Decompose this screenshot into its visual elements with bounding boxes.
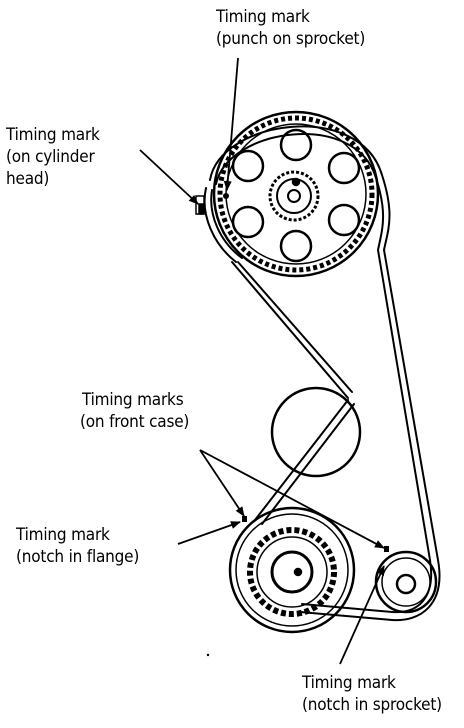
flange-mark-detail: (notch in flange) <box>16 547 140 567</box>
flange-mark-title: Timing mark <box>16 525 110 545</box>
cylinder-head-mark <box>195 195 205 215</box>
sprocket-hole <box>231 149 265 183</box>
flange-mark-leader <box>177 521 241 545</box>
idler-pulley <box>270 386 362 478</box>
top-timing-mark-detail: (punch on sprocket) <box>216 29 366 49</box>
sprocket-hub <box>268 170 320 222</box>
crank-hub <box>270 550 314 594</box>
front-case-leader-right <box>199 449 385 549</box>
bottom-sprocket-mark-title: Timing mark <box>302 673 396 693</box>
sprocket-hole <box>279 128 313 162</box>
cylinder-head-mark-detail-1: (on cylinder <box>6 147 95 167</box>
bottom-sprocket-mark-label: Timing mark (notch in sprocket) <box>302 672 442 716</box>
front-case-marks-label: Timing marks (on front case) <box>80 389 189 433</box>
sprocket-hole <box>231 205 265 239</box>
sprocket-hole <box>279 229 313 263</box>
front-case-marks <box>242 516 389 552</box>
stray-dot <box>206 653 210 657</box>
timing-belt-cam-left <box>203 187 243 263</box>
bottom-sprocket-mark-detail: (notch in sprocket) <box>302 695 442 715</box>
front-case-marks-title: Timing marks <box>82 390 184 410</box>
sprocket-hole <box>327 203 361 237</box>
front-case-marks-detail: (on front case) <box>80 412 190 432</box>
timing-belt-crank-to-idler <box>254 399 355 525</box>
front-case-leader-left <box>199 449 245 517</box>
crank-sprocket-teeth <box>247 527 337 617</box>
crank-flange <box>228 506 356 634</box>
camshaft-sprocket <box>212 110 380 278</box>
top-mark-leader <box>223 57 239 191</box>
crankshaft-sprocket <box>228 506 356 634</box>
sprocket-teeth-ring <box>217 115 375 273</box>
cylinder-head-leader <box>139 149 199 205</box>
flange-mark-label: Timing mark (notch in flange) <box>16 524 139 568</box>
bottom-sprocket-leader <box>339 565 385 665</box>
sprocket-hole <box>327 151 361 185</box>
top-timing-mark-title: Timing mark <box>216 7 310 27</box>
oil-pump-sprocket <box>374 550 438 614</box>
cylinder-head-mark-label: Timing mark (on cylinder head) <box>6 124 100 190</box>
sprocket-punch-mark <box>223 193 229 199</box>
top-timing-mark-label: Timing mark (punch on sprocket) <box>216 6 365 50</box>
cylinder-head-mark-title: Timing mark <box>6 125 100 145</box>
cylinder-head-mark-detail-2: head) <box>6 169 50 189</box>
timing-belt-inner <box>215 133 433 614</box>
